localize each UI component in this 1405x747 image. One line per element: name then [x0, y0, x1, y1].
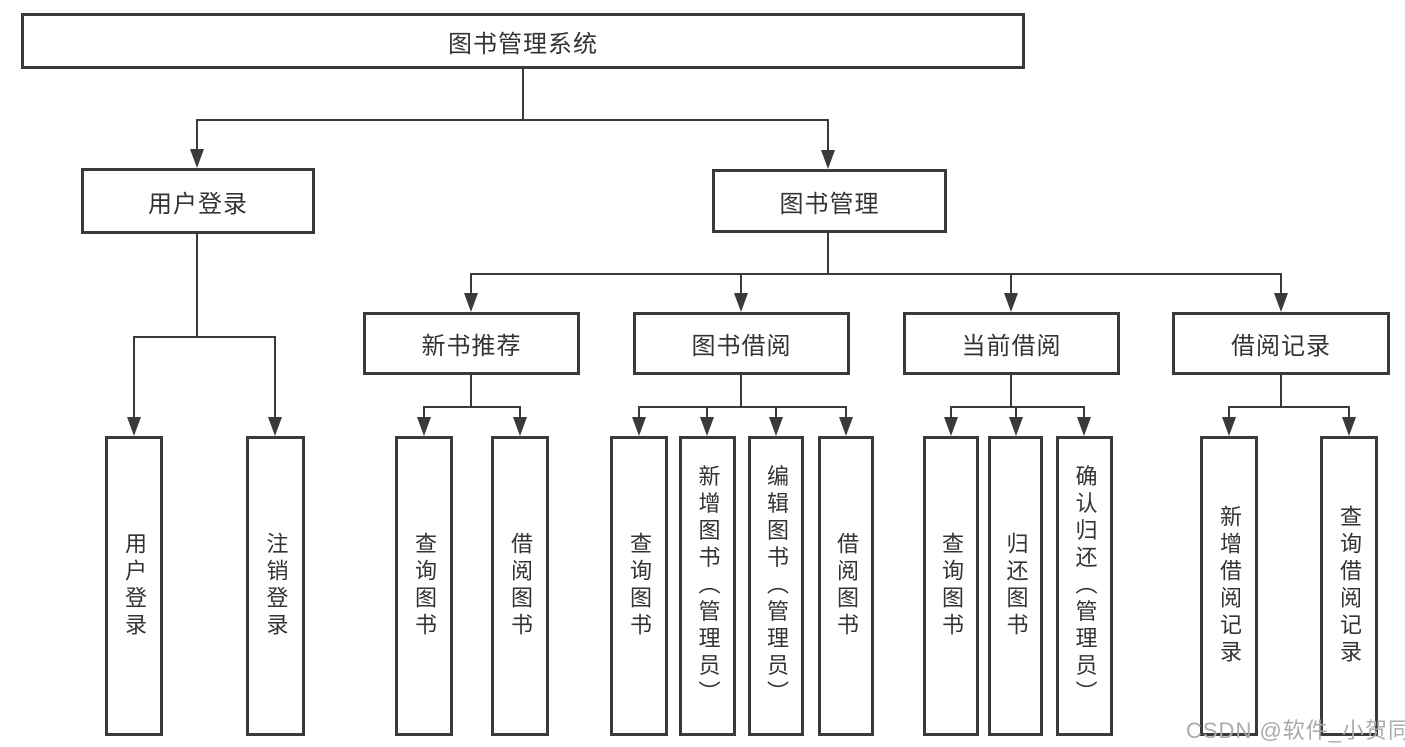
- arrow-down-icon: [127, 417, 141, 436]
- arrow-down-icon: [1274, 293, 1288, 312]
- connector-drop-leaf-logout: [274, 336, 276, 419]
- leaf-borrow-book-1: 借阅图书: [491, 436, 549, 736]
- arrow-down-icon: [1222, 417, 1236, 436]
- node-book-mgmt-label: 图书管理: [779, 190, 880, 218]
- node-current-borrow: 当前借阅: [903, 312, 1120, 375]
- leaf-borrow-book-2-label: 借阅图书: [834, 532, 859, 640]
- leaf-add-borrow-record-label: 新增借阅记录: [1217, 505, 1242, 667]
- connector-drop-user-login: [196, 119, 198, 151]
- connector-drop-leaf: [950, 406, 952, 419]
- node-user-login: 用户登录: [81, 168, 315, 234]
- connector-book-mgmt-split: [470, 273, 1282, 275]
- csdn-watermark: CSDN @软件_小贺同学: [1186, 718, 1405, 743]
- connector-drop-leaf: [423, 406, 425, 419]
- node-root: 图书管理系统: [21, 13, 1025, 69]
- leaf-confirm-return-label: 确认归还（管理员）: [1072, 464, 1098, 708]
- connector-drop-borrow-records: [1280, 273, 1282, 295]
- arrow-down-icon: [1004, 293, 1018, 312]
- connector-book-mgmt-stem: [827, 233, 829, 274]
- connector-borrow-records-split: [1228, 406, 1350, 408]
- connector-user-login-stem: [196, 234, 198, 337]
- arrow-down-icon: [464, 293, 478, 312]
- connector-drop-current-borrow: [1010, 273, 1012, 295]
- arrow-down-icon: [632, 417, 646, 436]
- connector-level1-split: [197, 119, 829, 121]
- connector-drop-book-mgmt: [827, 119, 829, 152]
- connector-book-borrow-stem: [740, 375, 742, 407]
- node-root-label: 图书管理系统: [448, 30, 598, 58]
- node-book-mgmt: 图书管理: [712, 169, 947, 233]
- leaf-confirm-return: 确认归还（管理员）: [1056, 436, 1113, 736]
- leaf-edit-book-label: 编辑图书（管理员）: [764, 464, 789, 708]
- connector-drop-leaf: [1083, 406, 1085, 419]
- connector-drop-new-book-rec: [470, 273, 472, 295]
- connector-drop-book-borrow: [740, 273, 742, 295]
- connector-new-book-rec-split: [423, 406, 521, 408]
- leaf-logout: 注销登录: [246, 436, 305, 736]
- node-user-login-label: 用户登录: [148, 190, 248, 218]
- leaf-query-book-2-label: 查询图书: [627, 532, 652, 640]
- leaf-return-book: 归还图书: [988, 436, 1043, 736]
- connector-new-book-rec-stem: [470, 375, 472, 407]
- leaf-user-login-label: 用户登录: [122, 532, 147, 640]
- leaf-borrow-book-1-label: 借阅图书: [508, 532, 533, 640]
- leaf-query-book-1: 查询图书: [395, 436, 453, 736]
- connector-borrow-records-stem: [1280, 375, 1282, 407]
- arrow-down-icon: [944, 417, 958, 436]
- leaf-query-borrow-record: 查询借阅记录: [1320, 436, 1378, 736]
- connector-current-borrow-stem: [1010, 375, 1012, 407]
- leaf-user-login: 用户登录: [105, 436, 163, 736]
- arrow-down-icon: [268, 417, 282, 436]
- node-book-borrow: 图书借阅: [633, 312, 850, 375]
- connector-drop-leaf: [1348, 406, 1350, 419]
- leaf-add-book-label: 新增图书（管理员）: [695, 464, 721, 708]
- node-borrow-records-label: 借阅记录: [1231, 333, 1331, 360]
- connector-drop-leaf-user-login: [133, 336, 135, 419]
- arrow-down-icon: [769, 417, 783, 436]
- leaf-add-book: 新增图书（管理员）: [679, 436, 736, 736]
- arrow-down-icon: [734, 293, 748, 312]
- leaf-query-book-3: 查询图书: [923, 436, 979, 736]
- leaf-edit-book: 编辑图书（管理员）: [748, 436, 804, 736]
- node-borrow-records: 借阅记录: [1172, 312, 1390, 375]
- connector-drop-leaf: [1228, 406, 1230, 419]
- arrow-down-icon: [1077, 417, 1091, 436]
- arrow-down-icon: [1342, 417, 1356, 436]
- leaf-return-book-label: 归还图书: [1003, 532, 1029, 640]
- arrow-down-icon: [700, 417, 714, 436]
- connector-drop-leaf: [519, 406, 521, 419]
- arrow-down-icon: [1009, 417, 1023, 436]
- connector-user-login-split: [133, 336, 276, 338]
- leaf-logout-label: 注销登录: [263, 532, 289, 640]
- node-current-borrow-label: 当前借阅: [961, 333, 1062, 360]
- arrow-down-icon: [417, 417, 431, 436]
- leaf-query-book-2: 查询图书: [610, 436, 668, 736]
- connector-drop-leaf: [775, 406, 777, 419]
- arrow-down-icon: [190, 149, 204, 168]
- arrow-down-icon: [839, 417, 853, 436]
- arrow-down-icon: [821, 150, 835, 169]
- node-new-book-rec-label: 新书推荐: [421, 333, 522, 360]
- leaf-borrow-book-2: 借阅图书: [818, 436, 874, 736]
- connector-drop-leaf: [1015, 406, 1017, 419]
- connector-drop-leaf: [845, 406, 847, 419]
- leaf-query-book-1-label: 查询图书: [412, 532, 437, 640]
- node-new-book-rec: 新书推荐: [363, 312, 580, 375]
- connector-book-borrow-split: [638, 406, 847, 408]
- connector-current-borrow-split: [950, 406, 1085, 408]
- connector-drop-leaf: [706, 406, 708, 419]
- connector-root-stem: [522, 69, 524, 119]
- arrow-down-icon: [513, 417, 527, 436]
- leaf-query-borrow-record-label: 查询借阅记录: [1337, 505, 1362, 667]
- leaf-add-borrow-record: 新增借阅记录: [1200, 436, 1258, 736]
- connector-drop-leaf: [638, 406, 640, 419]
- node-book-borrow-label: 图书借阅: [691, 333, 792, 360]
- leaf-query-book-3-label: 查询图书: [939, 532, 964, 640]
